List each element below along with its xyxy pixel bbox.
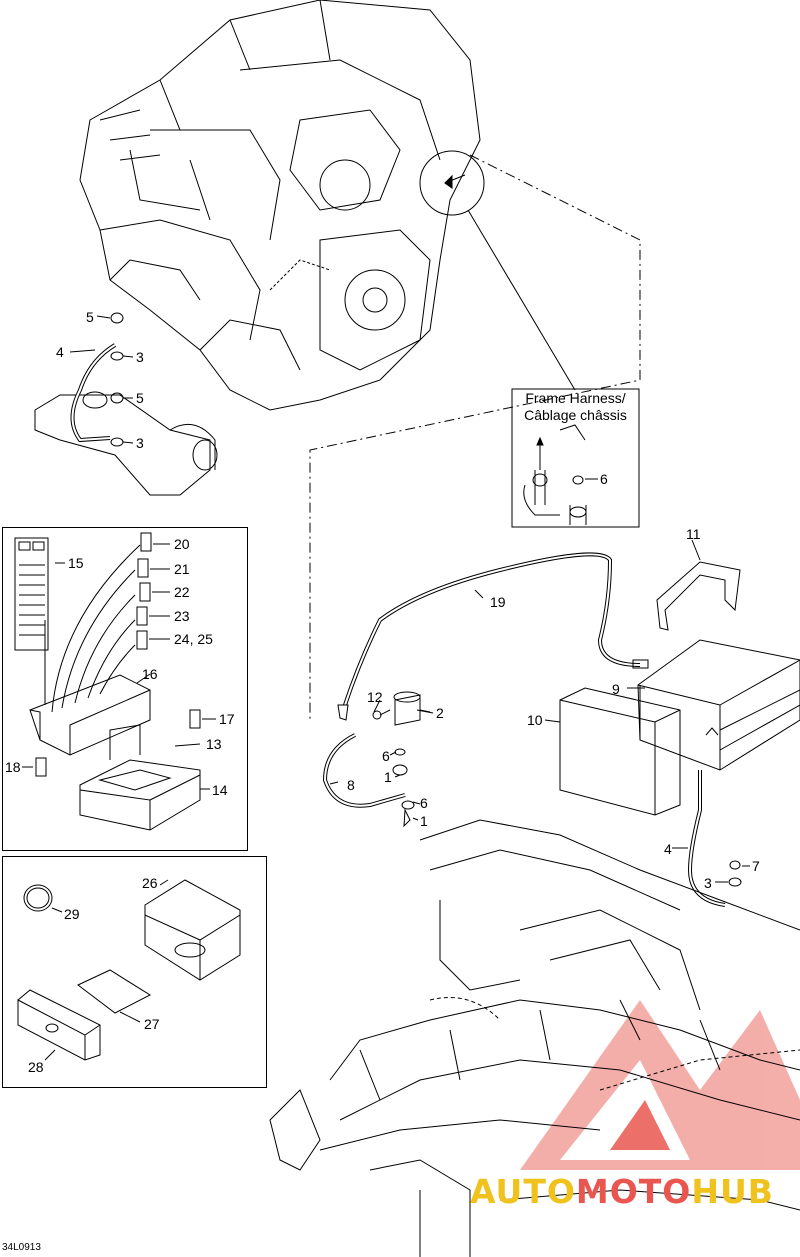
frame-harness-title-line2: Câblage châssis	[524, 407, 627, 423]
callout-14: 14	[212, 782, 228, 798]
frame-harness-title-line1: Frame Harness/	[525, 390, 626, 406]
callout-6: 6	[420, 795, 428, 811]
watermark-hub: HUB	[691, 1172, 774, 1211]
callout-20: 20	[174, 536, 190, 552]
callout-27: 27	[144, 1016, 160, 1032]
callout-2: 2	[436, 705, 444, 721]
frame-harness-title: Frame Harness/ Câblage châssis	[512, 390, 639, 424]
callout-26: 26	[142, 875, 158, 891]
callout-8: 8	[347, 777, 355, 793]
frame-harness-inset-art	[511, 388, 640, 528]
callout-7: 7	[752, 858, 760, 874]
leader-lines	[329, 539, 701, 821]
battery-assembly	[559, 561, 800, 816]
callout-18: 18	[5, 759, 21, 775]
fuse-box-art	[14, 532, 216, 831]
callout-11: 11	[686, 526, 701, 542]
callout-22: 22	[174, 584, 190, 600]
callout-5: 5	[86, 309, 94, 325]
callout-5: 5	[136, 390, 144, 406]
vehicle-frame-drawing	[269, 819, 800, 1257]
callout-6: 6	[382, 748, 390, 764]
callout-9: 9	[612, 681, 620, 697]
watermark-text: AUTOMOTOHUB	[470, 1172, 774, 1211]
callout-3: 3	[136, 435, 144, 451]
callout-13: 13	[206, 736, 222, 752]
callout-10: 10	[527, 712, 543, 728]
callout-19: 19	[490, 594, 506, 610]
callout-21: 21	[174, 561, 190, 577]
callout-4: 4	[56, 344, 64, 360]
engine-drawing	[79, 0, 481, 411]
callout-3: 3	[704, 875, 712, 891]
watermark-auto: AUTO	[470, 1172, 576, 1211]
callout-15: 15	[68, 555, 84, 571]
callout-1: 1	[384, 769, 392, 785]
watermark-moto: MOTO	[575, 1172, 692, 1211]
ground-cable-lower	[672, 770, 750, 907]
reference-code: 34L0913	[2, 1242, 41, 1253]
watermark-logo-icon	[520, 1000, 800, 1170]
engine-mount-bracket	[34, 391, 218, 496]
callout-16: 16	[142, 666, 158, 682]
callout-17: 17	[219, 711, 235, 727]
callout-3: 3	[136, 349, 144, 365]
cover-parts-inset-frame	[2, 856, 267, 1088]
callout-24-25: 24, 25	[174, 631, 213, 647]
callout-28: 28	[28, 1059, 44, 1075]
cover-parts-art	[17, 879, 241, 1061]
callout-1: 1	[420, 813, 428, 829]
callout-4: 4	[664, 841, 672, 857]
positive-cable	[337, 552, 649, 721]
callout-23: 23	[174, 608, 190, 624]
callout-29: 29	[64, 906, 80, 922]
callout-6: 6	[600, 471, 608, 487]
detail-magnifier	[309, 150, 641, 720]
fuse-box-inset-frame	[2, 527, 248, 851]
cable-and-solenoid	[322, 691, 431, 828]
callout-12: 12	[367, 689, 383, 705]
ground-cable-upper	[69, 312, 134, 447]
